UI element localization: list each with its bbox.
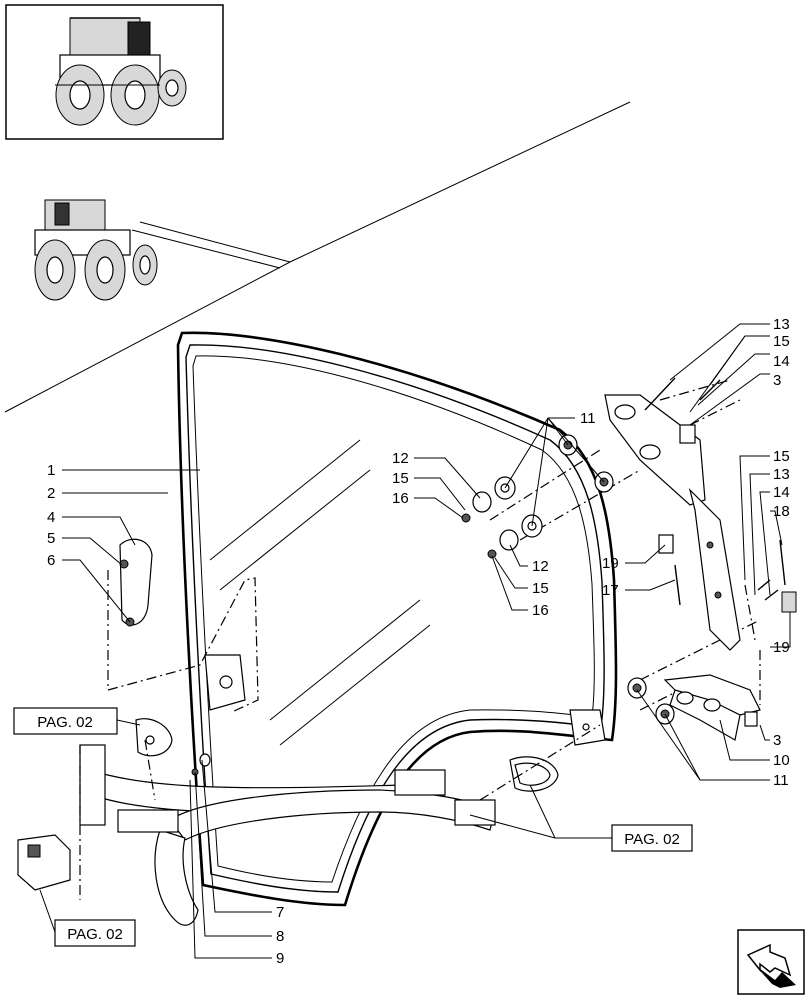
- callout-19-left: 19: [602, 555, 619, 572]
- callout-11-lower: 11: [773, 772, 789, 789]
- lower-rail-assembly: [17, 654, 606, 926]
- callout-numbers: 1 2 4 5 6 12 15 16 11 12 15 16 13 15 14 …: [47, 316, 790, 967]
- callout-2: 2: [47, 485, 55, 502]
- callout-13-lower: 13: [773, 466, 790, 483]
- callout-18: 18: [773, 503, 790, 520]
- page-ref-left-top[interactable]: PAG. 02: [13, 707, 118, 735]
- callout-10: 10: [773, 752, 790, 769]
- page-ref-left-bottom-label: PAG. 02: [67, 926, 123, 943]
- washers: [191, 434, 797, 776]
- callout-3-upper: 3: [773, 372, 781, 389]
- callout-15-lower: 15: [532, 580, 549, 597]
- callout-15-right-mid: 15: [773, 448, 790, 465]
- callout-13-upper: 13: [773, 316, 790, 333]
- callout-17: 17: [602, 582, 619, 599]
- page-ref-right-bottom[interactable]: PAG. 02: [611, 824, 693, 852]
- callout-14-upper: 14: [773, 353, 790, 370]
- callout-7: 7: [276, 904, 284, 921]
- callout-16-lower: 16: [532, 602, 549, 619]
- callout-15-right-upper: 15: [773, 333, 790, 350]
- callout-6: 6: [47, 552, 55, 569]
- callout-9: 9: [276, 950, 284, 967]
- hinge-lower: [663, 674, 761, 741]
- callout-3-lower: 3: [773, 732, 781, 749]
- callout-12-lower: 12: [532, 558, 549, 575]
- callout-19-right: 19: [773, 639, 790, 656]
- hinge-upper: [604, 394, 741, 651]
- leader-lines: [39, 323, 791, 959]
- callout-1: 1: [47, 462, 55, 479]
- callout-16-upper: 16: [392, 490, 409, 507]
- callout-8: 8: [276, 928, 284, 945]
- context-tractor-icon: [34, 199, 158, 301]
- grab-handle: [119, 538, 153, 627]
- callout-14-lower: 14: [773, 484, 790, 501]
- callout-12-upper: 12: [392, 450, 409, 467]
- page-ref-right-bottom-label: PAG. 02: [624, 831, 680, 848]
- context-lines: [4, 101, 631, 413]
- callout-11-upper: 11: [580, 410, 596, 427]
- tractor-thumbnail-icon[interactable]: [5, 4, 224, 140]
- next-page-arrow-icon[interactable]: [737, 929, 805, 995]
- callout-4: 4: [47, 509, 55, 526]
- bolts: [644, 377, 786, 606]
- callout-15-upper: 15: [392, 470, 409, 487]
- callout-5: 5: [47, 530, 55, 547]
- page-ref-left-bottom[interactable]: PAG. 02: [54, 919, 136, 947]
- page-ref-left-top-label: PAG. 02: [37, 714, 93, 731]
